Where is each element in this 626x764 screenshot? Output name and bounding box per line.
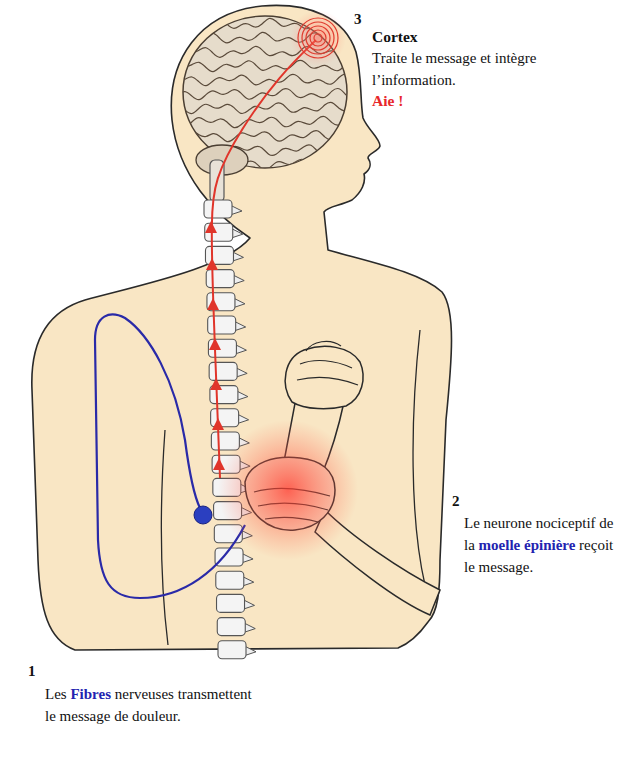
signal-ring [298, 18, 338, 58]
cortex-glow [290, 10, 346, 66]
highlight-term: moelle épinière [479, 537, 576, 553]
callout-number: 1 [28, 660, 36, 682]
vertebra-body [209, 362, 237, 380]
brain-outline [183, 16, 347, 168]
vertebra-body [217, 618, 245, 636]
arm-contour [162, 430, 168, 645]
text-run: Aie ! [372, 92, 403, 109]
brain-folds [178, 18, 346, 169]
signal-arrowhead [207, 298, 219, 310]
signal-arrowhead [212, 418, 224, 430]
vertebra-body [217, 594, 245, 612]
description-text: Le neurone nociceptif de la moelle épini… [464, 512, 616, 578]
brain-fold [178, 131, 346, 143]
nerve-fiber [95, 314, 245, 598]
nociceptive-neuron [194, 506, 212, 524]
signal-ring [314, 34, 322, 42]
vertebra-body [205, 246, 233, 264]
brain-fold [178, 102, 346, 113]
signal-ring [302, 22, 334, 54]
text-run: 3 [354, 11, 362, 27]
pain-glow [218, 420, 358, 560]
callout-number: 3 [354, 8, 362, 30]
vertebra-body [208, 316, 236, 334]
cortex-signal [298, 18, 338, 58]
spine [204, 200, 256, 659]
signal-arrowhead [210, 378, 222, 390]
description-text: Les Fibres nerveuses transmettent le mes… [45, 683, 260, 727]
text-run: Cortex [372, 28, 418, 45]
brain-fold [178, 88, 346, 99]
signal-ring [310, 30, 326, 46]
part-heading: Cortex [372, 26, 418, 48]
vertebra [218, 641, 256, 659]
vertebra-body [211, 409, 239, 427]
text-run: Traite le message et intègre l’informati… [372, 50, 536, 88]
vertebra-body [207, 293, 235, 311]
vertebra [204, 200, 242, 218]
description-text: Traite le message et intègre l’informati… [372, 47, 540, 91]
body-silhouette [32, 5, 452, 650]
arm-contour [413, 330, 425, 585]
vertebra-body [204, 200, 232, 218]
vertebra-body [206, 270, 234, 288]
vertebra [216, 571, 254, 589]
text-run: 2 [452, 493, 460, 509]
highlight-term: Fibres [70, 686, 111, 702]
signal-ring [306, 26, 330, 50]
text-run: 1 [28, 663, 36, 679]
signal-arrowhead [206, 258, 218, 270]
vertebra [215, 548, 253, 566]
brain-fold [178, 73, 346, 86]
signal-arrowhead [205, 221, 217, 233]
vertebra-body [216, 571, 244, 589]
callout-number: 2 [452, 490, 460, 512]
brain-fold [178, 116, 346, 127]
text-run: Les [45, 686, 70, 702]
vertebra [217, 618, 255, 636]
signal-arrowhead [209, 338, 221, 350]
finger-crease [297, 341, 358, 385]
vertebra [217, 594, 255, 612]
vertebra-body [218, 641, 246, 659]
exclamation-text: Aie ! [372, 90, 403, 112]
